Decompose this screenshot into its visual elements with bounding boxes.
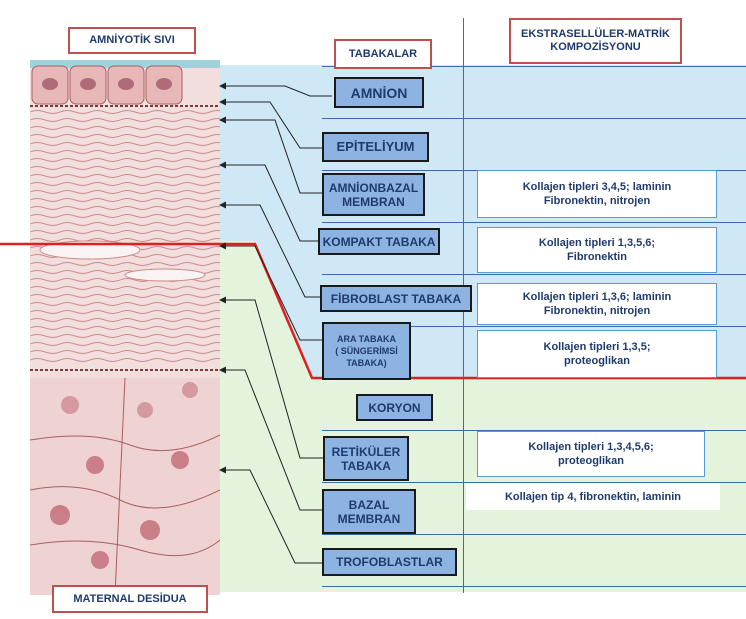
composition-compact: Kollajen tipleri 1,3,5,6; Fibronektin bbox=[477, 227, 717, 273]
layer-intermediate-line3: TABAKA) bbox=[346, 357, 386, 369]
layer-epitelyum-label: EPİTELİYUM bbox=[336, 140, 414, 154]
layer-epitelyum: EPİTELİYUM bbox=[322, 132, 429, 162]
composition-intermediate: Kollajen tipleri 1,3,5; proteoglikan bbox=[477, 330, 717, 378]
pointer-amnionbazal bbox=[220, 120, 322, 193]
composition-5-line2: proteoglikan bbox=[558, 454, 624, 468]
layer-amnion-basal-membrane-line2: MEMBRAN bbox=[342, 195, 405, 209]
layer-basal-membrane: BAZAL MEMBRAN bbox=[322, 489, 416, 534]
layer-basal-membrane-line1: BAZAL bbox=[349, 498, 390, 512]
layer-reticular-line2: TABAKA bbox=[341, 459, 391, 473]
layer-reticular-line1: RETİKÜLER bbox=[332, 445, 401, 459]
layer-intermediate-line2: ( SÜNGERİMSİ bbox=[335, 345, 398, 357]
layers-title: TABAKALAR bbox=[334, 39, 432, 69]
composition-1-line1: Kollajen tipleri 3,4,5; laminin bbox=[523, 180, 672, 194]
layer-trophoblasts-label: TROFOBLASTLAR bbox=[336, 555, 443, 569]
composition-3-line2: Fibronektin, nitrojen bbox=[544, 304, 650, 318]
maternal-decidua-title: MATERNAL DESİDUA bbox=[52, 585, 208, 613]
pointer-epitelyum bbox=[220, 102, 322, 148]
layer-fibroblast: FİBROBLAST TABAKA bbox=[320, 285, 472, 312]
composition-4-line2: proteoglikan bbox=[564, 354, 630, 368]
composition-3-line1: Kollajen tipleri 1,3,6; laminin bbox=[523, 290, 672, 304]
pointer-kompakt bbox=[220, 165, 318, 241]
pointer-trofoblast bbox=[220, 470, 322, 563]
ecm-composition-title: EKSTRASELLÜLER-MATRİK KOMPOZİSYONU bbox=[509, 18, 682, 64]
ecm-title-line2: KOMPOZİSYONU bbox=[550, 41, 640, 54]
layer-trophoblasts: TROFOBLASTLAR bbox=[322, 548, 457, 576]
composition-6-line1: Kollajen tip 4, fibronektin, laminin bbox=[505, 490, 681, 504]
composition-basal-membrane: Kollajen tip 4, fibronektin, laminin bbox=[466, 483, 720, 510]
layer-chorion: KORYON bbox=[356, 394, 433, 421]
layer-reticular: RETİKÜLER TABAKA bbox=[323, 436, 409, 481]
amniotic-fluid-title: AMNİYOTİK SIVI bbox=[68, 27, 196, 54]
layer-compact-label: KOMPAKT TABAKA bbox=[323, 235, 436, 249]
ecm-title-line1: EKSTRASELLÜLER-MATRİK bbox=[521, 28, 670, 41]
layer-intermediate-line1: ARA TABAKA bbox=[337, 333, 396, 345]
layer-compact: KOMPAKT TABAKA bbox=[318, 228, 440, 255]
layer-amnion-basal-membrane: AMNİONBAZAL MEMBRAN bbox=[322, 173, 425, 216]
composition-2-line1: Kollajen tipleri 1,3,5,6; bbox=[539, 236, 655, 250]
composition-4-line1: Kollajen tipleri 1,3,5; bbox=[544, 340, 651, 354]
layer-amnion-basal-membrane-line1: AMNİONBAZAL bbox=[329, 181, 418, 195]
layer-basal-membrane-line2: MEMBRAN bbox=[338, 512, 401, 526]
layer-amnion-label: AMNİON bbox=[351, 86, 408, 100]
layer-amnion: AMNİON bbox=[334, 77, 424, 108]
pointer-retikuler bbox=[220, 300, 323, 458]
pointer-ara bbox=[220, 246, 322, 340]
pointer-fibroblast bbox=[220, 205, 320, 297]
pointer-amnion bbox=[220, 86, 332, 96]
layer-fibroblast-label: FİBROBLAST TABAKA bbox=[331, 292, 461, 306]
composition-5-line1: Kollajen tipleri 1,3,4,5,6; bbox=[528, 440, 653, 454]
composition-1-line2: Fibronektin, nitrojen bbox=[544, 194, 650, 208]
composition-amnion-basal-membrane: Kollajen tipleri 3,4,5; laminin Fibronek… bbox=[477, 170, 717, 218]
pointer-bazal bbox=[220, 370, 322, 510]
layer-chorion-label: KORYON bbox=[368, 401, 420, 415]
composition-2-line2: Fibronektin bbox=[567, 250, 627, 264]
composition-reticular: Kollajen tipleri 1,3,4,5,6; proteoglikan bbox=[477, 431, 705, 477]
layer-intermediate-spongy: ARA TABAKA ( SÜNGERİMSİ TABAKA) bbox=[322, 322, 411, 380]
composition-fibroblast: Kollajen tipleri 1,3,6; laminin Fibronek… bbox=[477, 283, 717, 325]
